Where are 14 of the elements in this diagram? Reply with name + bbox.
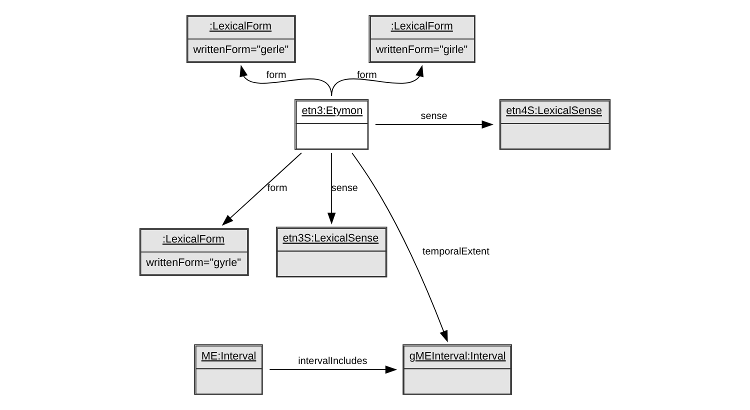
arrow — [240, 64, 332, 96]
edge-label: intervalIncludes — [298, 356, 368, 367]
arrow — [331, 64, 424, 96]
edge-label: form — [266, 70, 286, 82]
arrow — [269, 365, 398, 374]
arrow — [352, 152, 448, 342]
arrow — [375, 120, 494, 129]
arrow — [327, 152, 336, 225]
edge-label: form — [267, 182, 288, 194]
arrow — [222, 152, 302, 226]
edge-label: sense — [331, 182, 358, 194]
edge-label: form — [356, 70, 377, 82]
edge-label: sense — [420, 110, 448, 122]
edge-label: temporalExtent — [422, 246, 490, 258]
